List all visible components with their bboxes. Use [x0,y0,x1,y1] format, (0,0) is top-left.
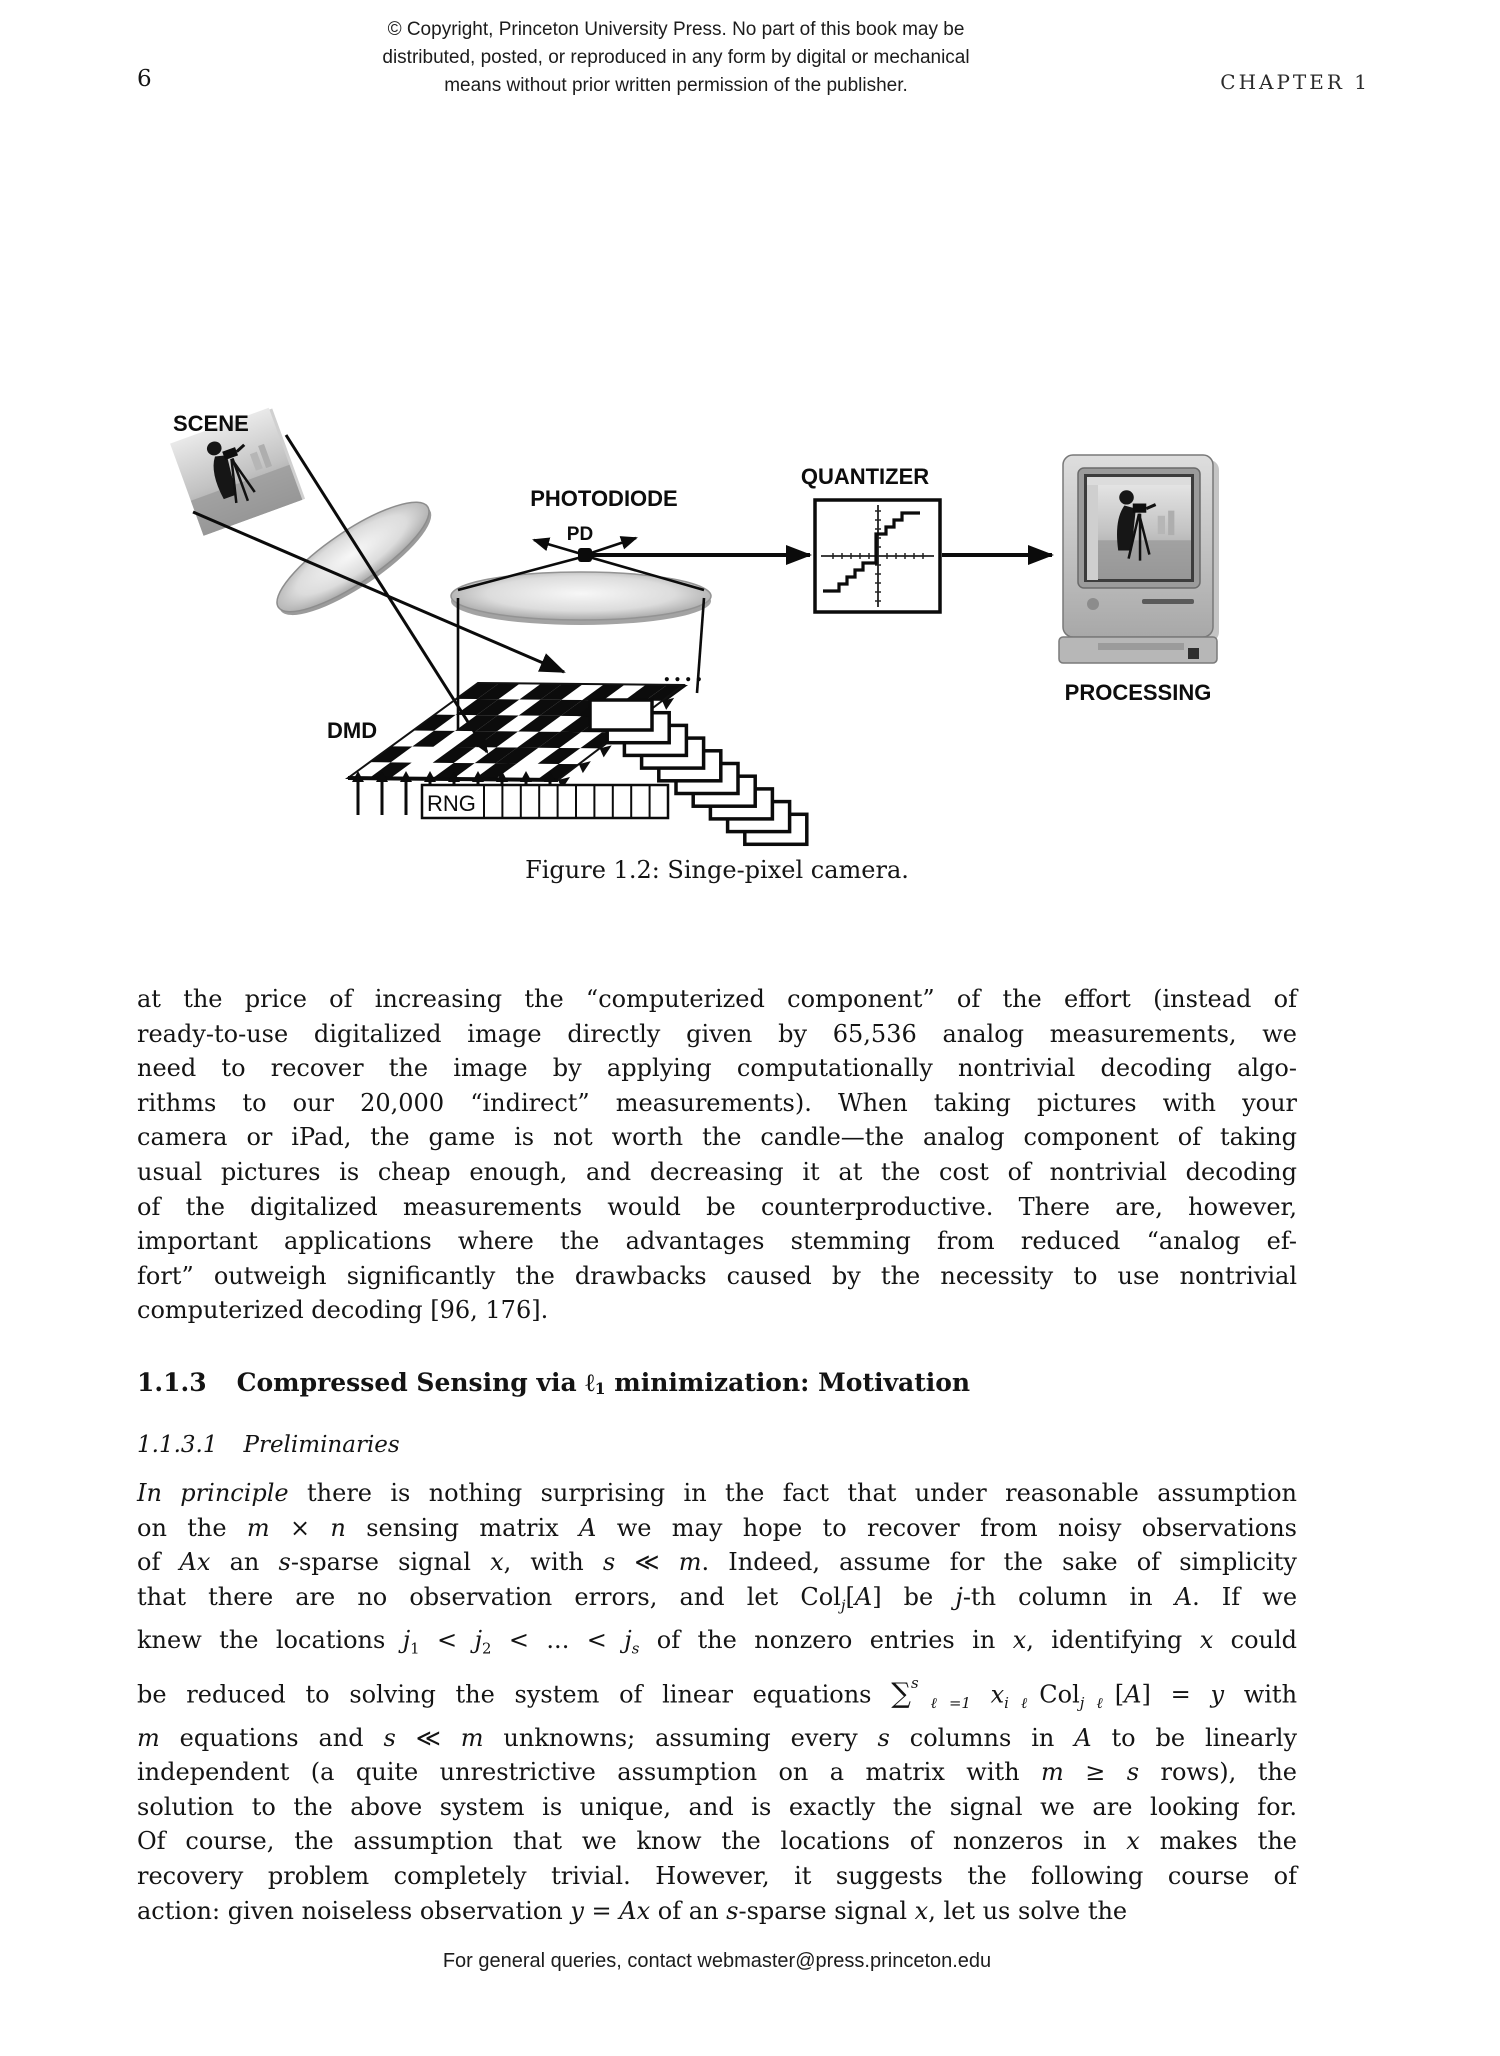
body-line: recovery problem completely trivial. How… [137,1862,1297,1891]
photodiode-icon [532,536,638,562]
chapter-header: CHAPTER 1 [1220,70,1370,94]
body-line: independent (a quite unrestrictive assum… [137,1758,1298,1787]
figure-single-pixel-camera: SCENE PHOTODIODE PD [168,406,1219,847]
body-line: solution to the above system is unique, … [137,1792,1297,1821]
lens1-icon [276,501,432,616]
subsection-heading: 1.1.3.1 Preliminaries [137,1432,400,1458]
section-heading: 1.1.3 Compressed Sensing via ℓ1 minimizat… [137,1368,970,1398]
copyright-line: distributed, posted, or reproduced in an… [382,47,970,68]
body-line: at the price of increasing the “computer… [137,985,1297,1013]
body-line: m equations and s ≪ m unknowns; assuming… [137,1723,1298,1752]
ellipsis-dots: .... [663,661,706,687]
quantizer-label: QUANTIZER [801,464,929,489]
paragraph-2: In principle there is nothing surprising… [137,1476,1297,1928]
copyright-line: © Copyright, Princeton University Press.… [387,19,965,40]
body-line: need to recover the image by applying co… [137,1054,1297,1083]
copyright-notice: © Copyright, Princeton University Press.… [100,16,1252,100]
collection-rays [456,555,706,730]
quantizer-staircase [823,511,920,593]
light-ray [284,434,489,754]
pd-label: PD [567,524,593,545]
footer-contact: For general queries, contact webmaster@p… [442,1950,992,1972]
body-line: of the digitalized measurements would be… [137,1192,1297,1221]
quantizer-box [813,498,942,614]
page-number: 6 [137,66,152,92]
body-line: be reduced to solving the system of line… [137,1674,1298,1713]
subsection-number: 1.1.3.1 [137,1432,218,1458]
computer-icon [1058,454,1219,664]
rng-cells [483,785,651,818]
section-number: 1.1.3 [137,1368,207,1397]
body-line: rithms to our 20,000 “indirect” measurem… [137,1088,1297,1117]
body-line: that there are no observation errors, an… [137,1582,1298,1615]
light-ray [192,510,566,674]
rng-label: RNG [427,791,476,816]
photodiode-label: PHOTODIODE [530,486,678,511]
scene-label: SCENE [173,411,249,436]
body-line: action: given noiseless observation y = … [137,1896,1128,1925]
body-line: important applications where the advanta… [137,1227,1297,1256]
paragraph-1: at the price of increasing the “computer… [137,982,1297,1328]
measurement-sheets [577,698,809,847]
copyright-line: means without prior written permission o… [444,75,908,96]
body-line: usual pictures is cheap enough, and decr… [137,1157,1297,1186]
processing-label: PROCESSING [1065,680,1212,705]
figure-caption: Figure 1.2: Singe-pixel camera. [525,856,909,884]
rng-register: RNG [352,771,670,820]
body-line: fort” outweigh significantly the drawbac… [137,1261,1297,1290]
subsection-title: Preliminaries [243,1432,400,1458]
body-line: ready-to-use digitalized image directly … [137,1019,1297,1048]
lens2-icon [450,571,712,625]
body-line: of Ax an s-sparse signal x, with s ≪ m. … [137,1548,1297,1577]
section-title: Compressed Sensing via ℓ1 minimization: … [236,1368,971,1399]
body-line: knew the locations j1 < j2 < ... < js of… [137,1625,1298,1658]
dmd-label: DMD [327,718,377,743]
body-line: on the m × n sensing matrix A we may hop… [137,1513,1297,1542]
body-line: camera or iPad, the game is not worth th… [137,1123,1297,1152]
body-line: In principle there is nothing surprising… [137,1479,1297,1507]
body-line: Of course, the assumption that we know t… [137,1827,1297,1856]
scene-photo [168,406,306,538]
body-line: computerized decoding [96, 176]. [137,1296,549,1325]
